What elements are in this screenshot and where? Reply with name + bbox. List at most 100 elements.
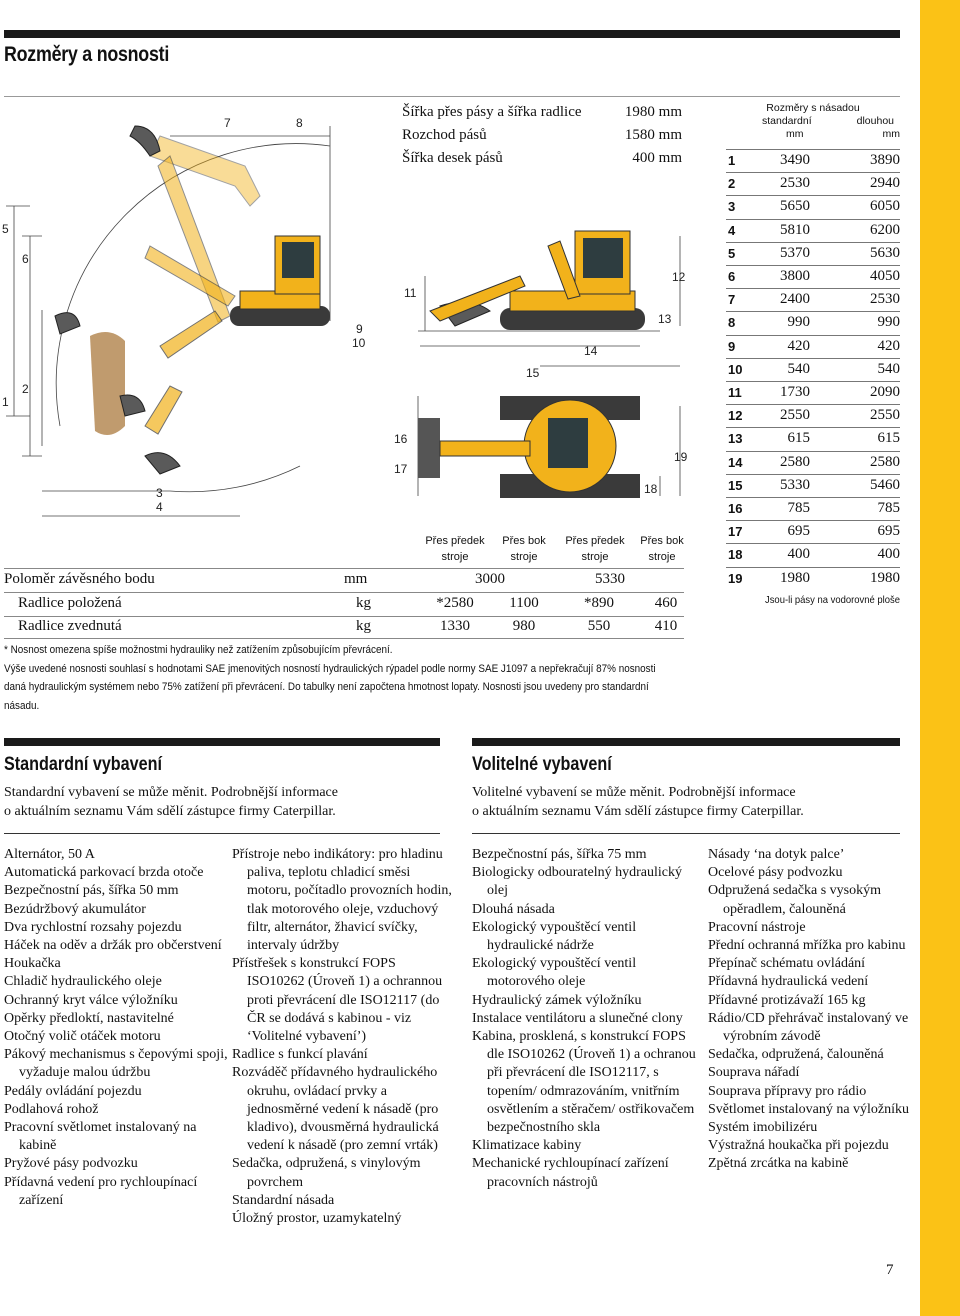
- standard-divider: [4, 833, 440, 834]
- header-rule: [4, 30, 900, 38]
- dim-row-long: 540: [877, 360, 901, 377]
- dim-label-17: 17: [394, 462, 408, 476]
- dim-row-standard: 1730: [780, 384, 810, 400]
- dim-row-key: 2: [728, 176, 736, 192]
- dim-row-key: 15: [728, 477, 743, 493]
- dim-label-4: 4: [156, 500, 163, 514]
- dim-row-long: 2550: [870, 407, 900, 424]
- cap-value: *890: [584, 595, 614, 611]
- dim-row-long: 2940: [870, 175, 900, 192]
- list-item: Přístřešek s konstrukcí FOPS ISO10262 (Ú…: [232, 956, 443, 1045]
- list-item: Úložný prostor, uzamykatelný: [232, 1211, 402, 1227]
- dim-row-long: 2530: [870, 291, 900, 308]
- list-item: Bezúdržbový akumulátor: [4, 901, 146, 917]
- dim-row-standard: 3490: [780, 152, 810, 168]
- dim-row-long: 3890: [870, 152, 900, 168]
- dim-label-12: 12: [672, 270, 686, 284]
- cap-row-label: Poloměr závěsného bodu: [4, 571, 155, 587]
- list-item: Pracovní světlomet instalovaný na kabině: [4, 1120, 197, 1154]
- list-item: Biologicky odbouratelný hydraulický olej: [472, 865, 682, 899]
- list-item: Dlouhá násada: [472, 901, 555, 917]
- cap-radius-value: 5330: [595, 571, 625, 587]
- optional-intro-line-1: Volitelné vybavení se může měnit. Podrob…: [472, 785, 796, 800]
- cap-value: 460: [654, 595, 678, 611]
- dim-col-standard: standardní: [762, 115, 812, 127]
- optional-title: Volitelné vybavení: [472, 754, 612, 775]
- dim-row-long: 2090: [870, 384, 900, 400]
- optional-intro: Volitelné vybavení se může měnit. Podrob…: [472, 783, 912, 821]
- list-item: Rozváděč přídavného hydraulického okruhu…: [232, 1065, 439, 1154]
- dim-table-row: 1 3490 3890: [726, 149, 900, 172]
- list-item: Ocelové pásy podvozku: [708, 865, 843, 881]
- list-item: Zpětná zrcátka na kabině: [708, 1156, 849, 1172]
- list-item: Dva rychlostní rozsahy pojezdu: [4, 919, 182, 935]
- list-item: Alternátor, 50 A: [4, 847, 95, 862]
- dim-row-long: 990: [877, 314, 901, 331]
- dim-row-long: 6050: [870, 198, 900, 215]
- dim-row-key: 1: [728, 153, 736, 168]
- spec-label-width: Šířka přes pásy a šířka radlice: [402, 104, 582, 120]
- dim-row-standard: 2550: [780, 407, 810, 424]
- list-item: Přední ochranná mřížka pro kabinu: [708, 938, 906, 954]
- cap-value: 550: [587, 618, 611, 634]
- dim-label-2: 2: [22, 382, 29, 396]
- dim-row-key: 3: [728, 199, 736, 215]
- standard-list-col2: Přístroje nebo indikátory: pro hladinu p…: [232, 846, 454, 1228]
- list-item: Kabina, prosklená, s konstrukcí FOPS dle…: [472, 1029, 696, 1136]
- cap-row-line: [4, 568, 684, 569]
- cap-radius-value: 3000: [475, 571, 505, 587]
- dim-row-key: 18: [728, 547, 743, 563]
- list-item: Otočný volič otáček motoru: [4, 1029, 161, 1045]
- list-item: Hydraulický zámek výložníku: [472, 992, 642, 1008]
- standard-intro: Standardní vybavení se může měnit. Podro…: [4, 783, 444, 821]
- excavator-diagram: [6, 125, 681, 517]
- dim-row-standard: 2580: [780, 453, 810, 470]
- dim-row-long: 615: [877, 430, 901, 447]
- list-item: Přídavná vedení pro rychloupínací zaříze…: [4, 1174, 198, 1208]
- dim-label-10: 10: [352, 336, 366, 350]
- dim-label-8: 8: [296, 116, 303, 130]
- dim-row-key: 4: [728, 222, 736, 238]
- optional-list-col2: Násady ‘na dotyk palce’Ocelové pásy podv…: [708, 846, 918, 1174]
- dim-row-standard: 695: [787, 523, 811, 540]
- dim-label-3: 3: [156, 486, 163, 500]
- dim-label-5: 5: [2, 222, 9, 236]
- list-item: Přídavná hydraulická vedení: [708, 974, 869, 990]
- cap-value: 1330: [440, 618, 470, 634]
- spec-value-shoe: 400 mm: [632, 150, 682, 166]
- page-number: 7: [886, 1262, 894, 1278]
- spec-value-gauge: 1580 mm: [624, 127, 682, 143]
- list-item: Odpružená sedačka s vysokým opěradlem, č…: [708, 883, 882, 917]
- optional-divider: [472, 833, 900, 834]
- capacity-note-1: * Nosnost omezena spíše možnostmi hydrau…: [4, 644, 393, 656]
- standard-rule: [4, 738, 440, 746]
- dim-row-long: 785: [877, 500, 901, 516]
- list-item: Souprava přípravy pro rádio: [708, 1083, 867, 1099]
- dim-row-key: 13: [728, 431, 743, 447]
- list-item: Ekologický vypouštěcí ventil hydraulické…: [472, 919, 637, 954]
- list-item: Opěrky předloktí, nastavitelné: [4, 1010, 174, 1026]
- dim-row-key: 8: [728, 315, 736, 331]
- list-item: Klimatizace kabiny: [472, 1138, 582, 1154]
- dim-row-standard: 2400: [780, 291, 810, 308]
- cap-row-line: [4, 638, 684, 639]
- dim-row-standard: 400: [787, 546, 811, 563]
- dim-row-long: 420: [877, 337, 901, 354]
- dim-row-standard: 3800: [780, 268, 810, 284]
- cap-value: *2580: [436, 595, 474, 611]
- cap-row-label: Radlice zvednutá: [18, 618, 122, 634]
- list-item: Souprava nářadí: [708, 1065, 800, 1081]
- dim-row-long: 4050: [870, 268, 900, 284]
- capacity-note-2: Výše uvedené nosnosti souhlasí s hodnota…: [4, 662, 656, 712]
- list-item: Sedačka, odpružená, s vinylovým povrchem: [232, 1156, 421, 1190]
- list-item: Pedály ovládání pojezdu: [4, 1083, 142, 1099]
- list-item: Háček na oděv a držák pro občerstvení: [4, 938, 222, 954]
- dim-footnote: Jsou-li pásy na vodorovné ploše: [764, 594, 900, 606]
